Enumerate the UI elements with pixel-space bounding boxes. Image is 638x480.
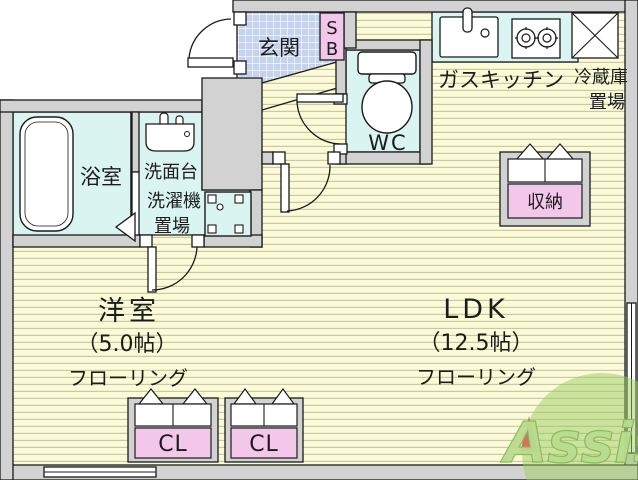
wall-left bbox=[0, 99, 14, 480]
storage-label: 収納 bbox=[527, 192, 563, 213]
wc-door bbox=[296, 93, 348, 155]
closet-left-label: CL bbox=[158, 432, 188, 457]
wall-entrance-right bbox=[343, 11, 357, 49]
wall-washroom-bottom-left bbox=[12, 234, 141, 248]
hall-door-jamb-left bbox=[272, 151, 286, 165]
hall-door bbox=[272, 151, 341, 213]
closet-right: CL bbox=[224, 387, 304, 463]
entrance-label: 玄関 bbox=[258, 36, 300, 60]
fridge-space-icon bbox=[571, 12, 619, 59]
western-room-size: （5.0帖） bbox=[77, 332, 178, 357]
washroom-door-leaf bbox=[147, 246, 157, 293]
watermark-text: Assist bbox=[500, 411, 638, 476]
washroom-door bbox=[139, 234, 205, 293]
wc-door-leaf bbox=[296, 93, 344, 103]
wall-top bbox=[232, 0, 638, 13]
western-room-name: 洋室 bbox=[98, 296, 160, 327]
wc-door-swing bbox=[296, 101, 341, 145]
bathtub-icon bbox=[19, 116, 74, 232]
washing-machine-icon bbox=[204, 191, 252, 237]
hall-door-leaf bbox=[280, 163, 290, 213]
fridge-label-line1: 冷蔵庫 bbox=[574, 67, 628, 88]
ldk-flooring: フローリング bbox=[416, 365, 536, 389]
laundry-label-line1: 洗濯機 bbox=[147, 191, 201, 212]
washstand-label: 洗面台 bbox=[144, 162, 198, 183]
entrance-door-swing bbox=[188, 18, 232, 59]
bathroom-door-fold-icon bbox=[114, 211, 136, 243]
toilet-label: WC bbox=[368, 131, 407, 155]
hall-door-swing bbox=[286, 164, 331, 212]
kitchen-label: ガスキッチン bbox=[438, 68, 564, 92]
watermark-logo: Assist bbox=[499, 373, 638, 480]
closet-left: CL bbox=[127, 388, 219, 463]
western-room-flooring: フローリング bbox=[68, 366, 188, 390]
washbasin-icon bbox=[145, 112, 195, 152]
washroom-door-jamb-right bbox=[191, 234, 205, 248]
closet-right-label: CL bbox=[249, 432, 279, 457]
entrance-door bbox=[187, 11, 247, 75]
washroom-door-swing bbox=[151, 246, 198, 291]
hall-door-jamb-right bbox=[327, 151, 341, 165]
stove-icon bbox=[511, 18, 561, 59]
laundry-label-line2: 置場 bbox=[154, 216, 190, 237]
bathroom-label: 浴室 bbox=[80, 165, 122, 189]
entrance-door-jamb-bottom bbox=[233, 60, 247, 75]
kitchen-sink-icon bbox=[439, 7, 499, 58]
entrance-door-leaf bbox=[187, 57, 234, 68]
washroom-door-jamb-left bbox=[139, 234, 153, 248]
ldk-name: LDK bbox=[443, 294, 509, 325]
shoe-box-label-s: S bbox=[326, 18, 337, 39]
wall-core-column bbox=[201, 77, 263, 191]
wall-bottom bbox=[0, 464, 638, 480]
logo-leaf-circle bbox=[522, 373, 638, 480]
storage-closet: 収納 bbox=[499, 143, 591, 227]
wall-washroom-top bbox=[0, 99, 203, 113]
wall-hall-bottom-left bbox=[261, 151, 274, 165]
logo-accent-mark bbox=[520, 416, 538, 452]
shoe-box-label-b: B bbox=[326, 39, 338, 60]
toilet-icon bbox=[357, 51, 417, 134]
ldk-size: （12.5帖） bbox=[419, 331, 534, 356]
entrance-door-jamb-top bbox=[233, 11, 247, 26]
fridge-label-line2: 置場 bbox=[589, 92, 625, 113]
wall-washroom-bottom-right bbox=[203, 234, 263, 248]
bathroom-door bbox=[114, 171, 140, 243]
shoe-box: S B bbox=[319, 12, 345, 61]
wall-bath-divider bbox=[131, 111, 140, 173]
wall-wc-right bbox=[419, 39, 433, 165]
